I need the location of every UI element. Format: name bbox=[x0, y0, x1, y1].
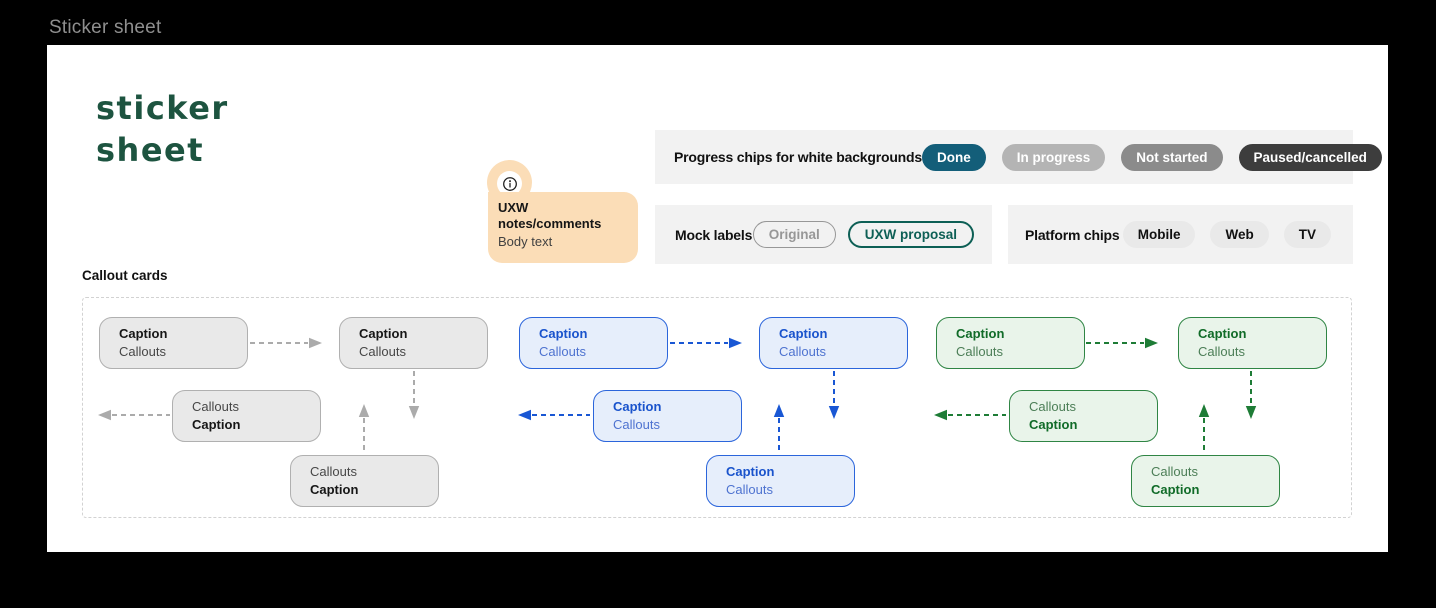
chip-original[interactable]: Original bbox=[752, 221, 836, 248]
arrow-left-icon bbox=[934, 409, 1006, 421]
progress-chips: Done In progress Not started Paused/canc… bbox=[921, 143, 1382, 171]
sheet-heading-line2: sheet bbox=[96, 131, 205, 169]
info-icon bbox=[497, 171, 522, 196]
callout-card[interactable]: Caption Callouts bbox=[936, 317, 1085, 369]
progress-panel-label: Progress chips for white backgrounds bbox=[674, 149, 922, 165]
sheet-heading: sticker sheet bbox=[96, 87, 229, 171]
arrow-up-icon bbox=[773, 404, 785, 454]
callout-card[interactable]: Caption Callouts bbox=[759, 317, 908, 369]
mock-panel-label: Mock labels bbox=[675, 226, 753, 243]
callout-card[interactable]: Callouts Caption bbox=[1009, 390, 1158, 442]
callout-card[interactable]: Caption Callouts bbox=[1178, 317, 1327, 369]
callout-cards-container: Caption Callouts Caption Callouts Callou… bbox=[82, 297, 1352, 518]
arrow-down-icon bbox=[828, 371, 840, 419]
arrow-left-icon bbox=[98, 409, 170, 421]
sheet-heading-line1: sticker bbox=[96, 89, 229, 127]
callout-card[interactable]: Caption Callouts bbox=[593, 390, 742, 442]
chip-done[interactable]: Done bbox=[921, 143, 986, 171]
callout-card[interactable]: Callouts Caption bbox=[290, 455, 439, 507]
chip-not-started[interactable]: Not started bbox=[1121, 143, 1223, 171]
callout-card[interactable]: Caption Callouts bbox=[99, 317, 248, 369]
arrow-left-icon bbox=[518, 409, 590, 421]
progress-chips-panel: Progress chips for white backgrounds Don… bbox=[655, 130, 1382, 184]
chip-uxw-proposal[interactable]: UXW proposal bbox=[847, 221, 974, 248]
callout-card[interactable]: Caption Callouts bbox=[339, 317, 488, 369]
mock-chips: Original UXW proposal bbox=[752, 221, 974, 248]
callout-card[interactable]: Callouts Caption bbox=[1131, 455, 1280, 507]
arrow-right-icon bbox=[670, 337, 742, 349]
platform-chips-panel: Platform chips Mobile Web TV bbox=[1008, 205, 1353, 264]
callout-card[interactable]: Caption Callouts bbox=[706, 455, 855, 507]
arrow-right-icon bbox=[1086, 337, 1158, 349]
page-title: Sticker sheet bbox=[49, 17, 162, 38]
callout-cards-label: Callout cards bbox=[82, 268, 168, 283]
callout-card[interactable]: Callouts Caption bbox=[172, 390, 321, 442]
chip-in-progress[interactable]: In progress bbox=[1001, 143, 1106, 171]
chip-mobile[interactable]: Mobile bbox=[1122, 221, 1196, 248]
callout-card[interactable]: Caption Callouts bbox=[519, 317, 668, 369]
arrow-right-icon bbox=[250, 337, 322, 349]
arrow-down-icon bbox=[1245, 371, 1257, 419]
chip-tv[interactable]: TV bbox=[1283, 221, 1331, 248]
uxw-note-body-text: Body text bbox=[498, 234, 553, 249]
platform-chips: Mobile Web TV bbox=[1122, 221, 1331, 248]
mock-labels-panel: Mock labels Original UXW proposal bbox=[655, 205, 992, 264]
platform-panel-label: Platform chips bbox=[1025, 226, 1120, 243]
arrow-up-icon bbox=[358, 404, 370, 454]
arrow-down-icon bbox=[408, 371, 420, 419]
chip-paused-cancelled[interactable]: Paused/cancelled bbox=[1238, 143, 1382, 171]
chip-web[interactable]: Web bbox=[1210, 221, 1269, 248]
arrow-up-icon bbox=[1198, 404, 1210, 454]
